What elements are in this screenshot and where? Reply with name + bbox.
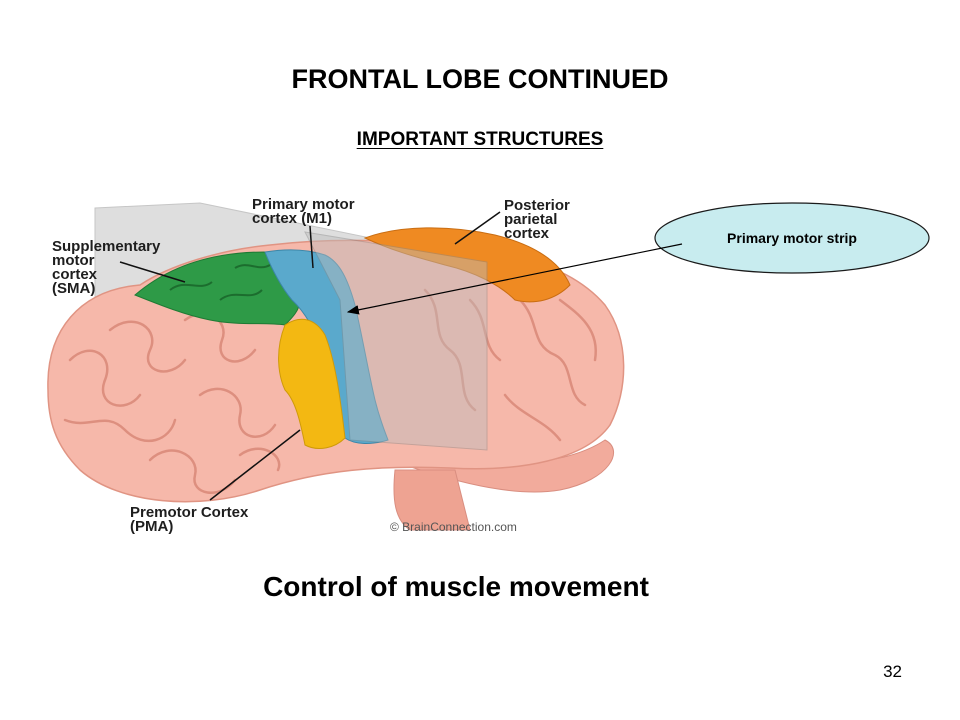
sma-label-4: (SMA) (52, 280, 95, 297)
ppc-region (363, 227, 571, 303)
callout-text: Primary motor strip (727, 230, 857, 246)
ppc-label-2: parietal (504, 211, 557, 228)
pma-label: Premotor Cortex (PMA) (130, 504, 253, 535)
m1-label: Primary motor cortex (M1) (252, 196, 359, 227)
sma-label-1: Supplementary (52, 238, 161, 255)
m1-label-1: Primary motor (252, 196, 355, 213)
ppc-label-3: cortex (504, 225, 550, 242)
sma-region (134, 251, 301, 326)
callout-arrow (346, 243, 683, 315)
ppc-label: Posterior parietal cortex (504, 197, 574, 242)
sma-label: Supplementary motor cortex (SMA) (52, 238, 165, 297)
gyri-folds (63, 288, 598, 494)
sma-folds (169, 264, 271, 301)
m1-label-2: cortex (M1) (252, 210, 332, 227)
sma-label-2: motor (52, 252, 95, 269)
brainstem (393, 469, 471, 531)
slide-title: FRONTAL LOBE CONTINUED (291, 64, 669, 94)
section-plane-front (304, 231, 488, 451)
ppc-label-1: Posterior (504, 197, 570, 214)
pma-region (278, 318, 346, 449)
leader-lines (119, 211, 501, 501)
pma-label-2: (PMA) (130, 518, 173, 535)
slide-subtitle: IMPORTANT STRUCTURES (356, 129, 604, 150)
slide-caption: Control of muscle movement (263, 571, 649, 602)
pma-label-1: Premotor Cortex (130, 504, 249, 521)
sma-label-3: cortex (52, 266, 98, 283)
callout-oval (654, 202, 930, 274)
copyright-text: © BrainConnection.com (390, 520, 517, 534)
page-number: 32 (883, 662, 902, 681)
